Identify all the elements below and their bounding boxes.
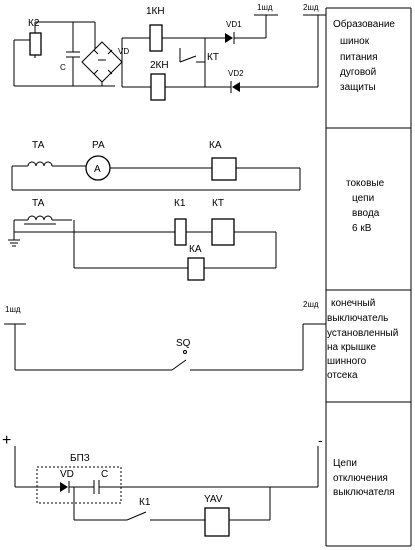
desc-line: Цепи bbox=[333, 458, 357, 469]
desc-line: выключателя bbox=[333, 487, 395, 498]
label-bpz: БПЗ bbox=[70, 453, 90, 464]
desc-line: 6 кВ bbox=[352, 223, 372, 234]
label-vd2: VD2 bbox=[228, 69, 244, 78]
label-vd1: VD1 bbox=[226, 20, 242, 29]
label-plus: + bbox=[2, 432, 11, 449]
section-trip-circuit bbox=[14, 446, 319, 537]
label-ka1: КА bbox=[209, 140, 222, 151]
desc-line: питания bbox=[340, 52, 378, 63]
label-vd3: VD bbox=[60, 469, 74, 480]
k1a-coil bbox=[174, 218, 187, 246]
label-k2: К2 bbox=[28, 18, 40, 29]
desc-line: ввода bbox=[352, 208, 380, 219]
desc-line: токовые bbox=[346, 178, 385, 189]
label-ammeter: А bbox=[94, 164, 101, 175]
description-trip-circuit: Цепи отключения выключателя bbox=[333, 458, 395, 498]
label-shd1-top: 1шд bbox=[257, 3, 273, 12]
description-current-circuits: токовые цепи ввода 6 кВ bbox=[346, 178, 385, 234]
label-k1b: К1 bbox=[139, 497, 151, 508]
desc-line: шинного bbox=[327, 356, 367, 367]
label-c1: С bbox=[60, 63, 66, 72]
section-arc-protection-supply bbox=[13, 14, 326, 101]
label-shd2-mid: 2шд bbox=[303, 300, 319, 309]
label-kt2: КТ bbox=[212, 198, 224, 209]
desc-line: конечный bbox=[331, 298, 375, 309]
ka2-coil bbox=[187, 257, 205, 281]
yav-coil bbox=[204, 507, 230, 537]
ta2-coil bbox=[27, 215, 53, 221]
desc-line: установленный bbox=[327, 328, 398, 339]
description-limit-switch: конечный выключатель установленный на кр… bbox=[327, 298, 398, 381]
label-yav: YAV bbox=[204, 494, 223, 505]
label-minus: - bbox=[318, 432, 323, 448]
label-ta1: ТА bbox=[32, 140, 45, 151]
kn2-coil bbox=[150, 73, 166, 101]
bpz-block bbox=[36, 466, 122, 504]
desc-line: на крышке bbox=[327, 342, 376, 353]
label-k1a: К1 bbox=[174, 198, 186, 209]
vd-bridge bbox=[81, 41, 123, 83]
desc-line: цепи bbox=[352, 193, 374, 204]
desc-line: отключения bbox=[333, 473, 388, 484]
label-ka2: КА bbox=[189, 244, 202, 255]
desc-line: отсека bbox=[327, 370, 358, 381]
ta1-coil bbox=[27, 161, 53, 167]
section-current-circuits bbox=[8, 155, 301, 281]
desc-line: дуговой bbox=[340, 67, 376, 78]
label-ta2: ТА bbox=[32, 198, 45, 209]
label-shd2-top: 2шд bbox=[303, 3, 319, 12]
desc-line: шинок bbox=[340, 36, 370, 47]
section-limit-switch bbox=[4, 323, 326, 371]
label-kn2: 2КН bbox=[150, 60, 169, 71]
label-shd1-mid: 1шд bbox=[5, 305, 21, 314]
label-kn1: 1КН bbox=[146, 6, 165, 17]
label-kt1: КТ bbox=[207, 52, 219, 63]
kt2-coil bbox=[211, 218, 235, 246]
label-c2: С bbox=[101, 469, 108, 480]
label-pa: РА bbox=[92, 140, 105, 151]
desc-line: выключатель bbox=[327, 313, 388, 324]
description-column bbox=[325, 7, 412, 547]
label-sq: SQ bbox=[176, 338, 191, 349]
description-arc-supply: Образование шинок питания дуговой защиты bbox=[333, 18, 395, 93]
k2-coil bbox=[29, 32, 42, 56]
kn1-coil bbox=[149, 24, 163, 52]
ka1-coil bbox=[211, 157, 237, 181]
desc-line: Образование bbox=[333, 18, 395, 30]
desc-line: защиты bbox=[340, 82, 376, 93]
label-vd: VD bbox=[118, 47, 129, 56]
